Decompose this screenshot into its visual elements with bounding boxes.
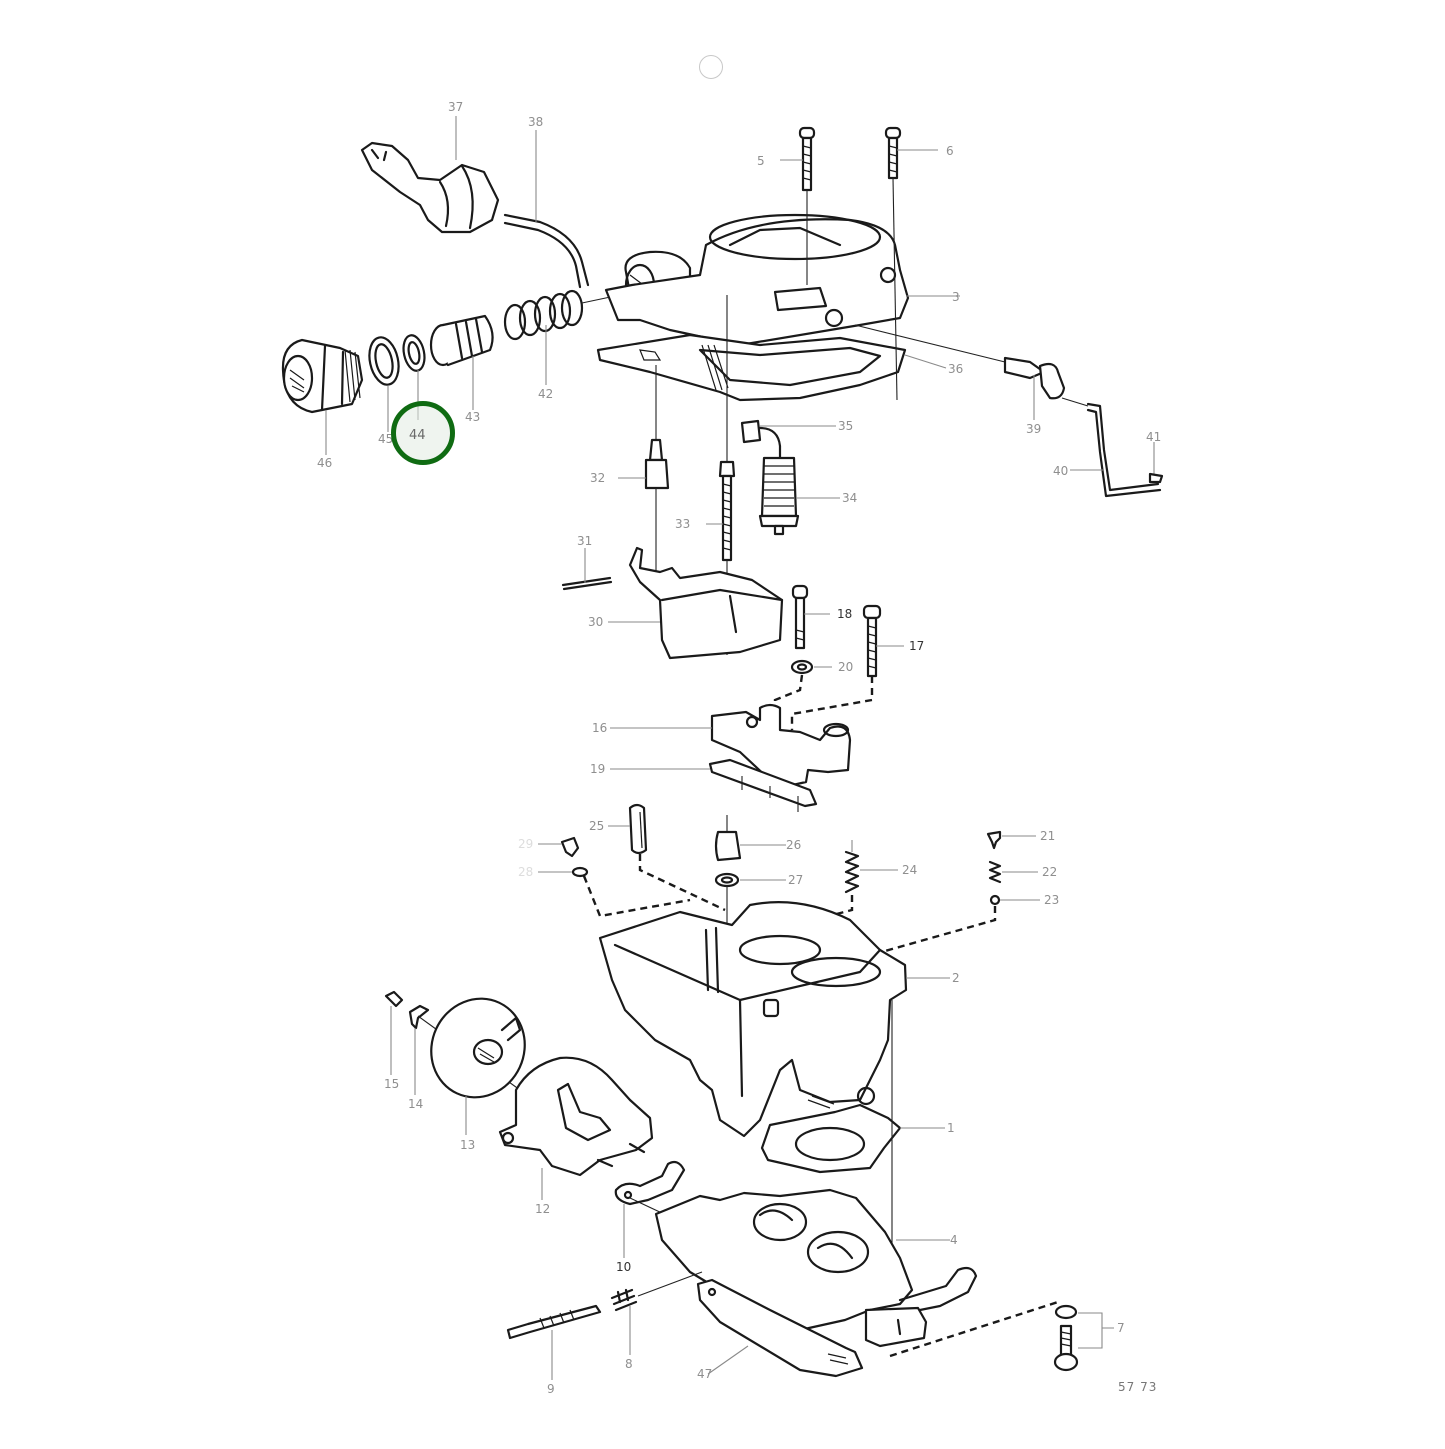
label-9: 9	[547, 1382, 555, 1396]
part-29-screw	[538, 836, 580, 858]
label-31: 31	[577, 534, 593, 548]
label-3: 3	[952, 290, 960, 304]
label-20: 20	[838, 660, 854, 674]
part-8-spring	[610, 1271, 703, 1355]
label-6: 6	[946, 144, 954, 158]
part-21-screw	[986, 830, 1036, 850]
part-20-washer	[773, 659, 832, 714]
label-1: 1	[947, 1121, 955, 1135]
part-12-choke-housing	[498, 1056, 654, 1200]
label-34: 34	[842, 491, 858, 505]
part-31-float-pin	[561, 548, 613, 591]
label-12: 12	[535, 1202, 551, 1216]
part-19-gasket-plate	[610, 758, 818, 812]
part-15-screw	[384, 990, 404, 1075]
part-4-throttle-body	[654, 1188, 978, 1332]
label-23: 23	[1044, 893, 1060, 907]
part-30-float	[608, 546, 784, 660]
label-44-highlighted: 44	[409, 428, 426, 443]
part-40-choke-rod	[1061, 397, 1162, 498]
part-39-choke-lever	[854, 324, 1066, 420]
part-44-ring	[402, 334, 426, 420]
part-36-gasket	[596, 333, 947, 402]
part-43-filter	[429, 314, 494, 410]
label-18: 18	[837, 607, 853, 621]
part-1-base-gasket	[760, 1000, 945, 1260]
label-43: 43	[465, 410, 481, 424]
label-16: 16	[592, 721, 608, 735]
part-38-hose	[503, 130, 590, 289]
part-2-carburetor-body	[598, 901, 950, 1138]
part-37-vacuum-unit	[360, 116, 500, 234]
part-17-screw	[790, 604, 904, 730]
label-25: 25	[589, 819, 605, 833]
label-45: 45	[378, 432, 394, 446]
label-27: 27	[788, 873, 804, 887]
label-24: 24	[902, 863, 918, 877]
label-47: 47	[697, 1367, 713, 1381]
part-3-carburetor-top	[604, 213, 960, 347]
label-28: 28	[518, 865, 534, 879]
label-39: 39	[1026, 422, 1042, 436]
label-17: 17	[909, 639, 925, 653]
label-10: 10	[616, 1260, 632, 1274]
part-32-needle-valve	[618, 365, 670, 580]
part-6-screw	[884, 126, 938, 401]
label-8: 8	[625, 1357, 633, 1371]
label-36: 36	[948, 362, 964, 376]
label-32: 32	[590, 471, 606, 485]
part-7-screw-washer-set	[1053, 1304, 1114, 1372]
part-5-screw	[780, 126, 816, 285]
label-26: 26	[786, 838, 802, 852]
part-26-pump-nozzle	[714, 815, 786, 862]
label-15: 15	[384, 1077, 400, 1091]
part-10-lever	[614, 1160, 686, 1258]
registration-circle-mark	[699, 55, 723, 79]
part-47-base-plate	[696, 1278, 1059, 1378]
label-46: 46	[317, 456, 333, 470]
label-21: 21	[1040, 829, 1056, 843]
label-4: 4	[950, 1233, 958, 1247]
label-38: 38	[528, 115, 544, 129]
label-35: 35	[838, 419, 854, 433]
part-25-tube	[608, 803, 726, 912]
label-22: 22	[1042, 865, 1058, 879]
part-13-thermostat-cover	[430, 997, 526, 1135]
label-19: 19	[590, 762, 606, 776]
label-7: 7	[1117, 1321, 1125, 1335]
label-2: 2	[952, 971, 960, 985]
label-41: 41	[1146, 430, 1162, 444]
part-22-spring	[988, 860, 1038, 884]
label-5: 5	[757, 154, 765, 168]
label-30: 30	[588, 615, 604, 629]
label-13: 13	[460, 1138, 476, 1152]
part-9-idle-screw	[506, 1304, 602, 1380]
part-41-clip	[1148, 442, 1164, 484]
label-42: 42	[538, 387, 554, 401]
part-18-screw	[791, 584, 830, 650]
part-34-bellows	[758, 456, 840, 536]
part-45-washer	[368, 336, 400, 432]
part-46-inlet-nut	[281, 338, 364, 455]
label-40: 40	[1053, 464, 1069, 478]
label-14: 14	[408, 1097, 424, 1111]
part-16-pump-block	[610, 703, 852, 788]
label-37: 37	[448, 100, 464, 114]
figure-number: 57 73	[1118, 1380, 1158, 1394]
part-28-washer	[538, 866, 691, 918]
part-35-elbow	[740, 419, 836, 460]
label-33: 33	[675, 517, 691, 531]
label-29: 29	[518, 837, 534, 851]
highlight-circle-part-44	[391, 401, 455, 465]
